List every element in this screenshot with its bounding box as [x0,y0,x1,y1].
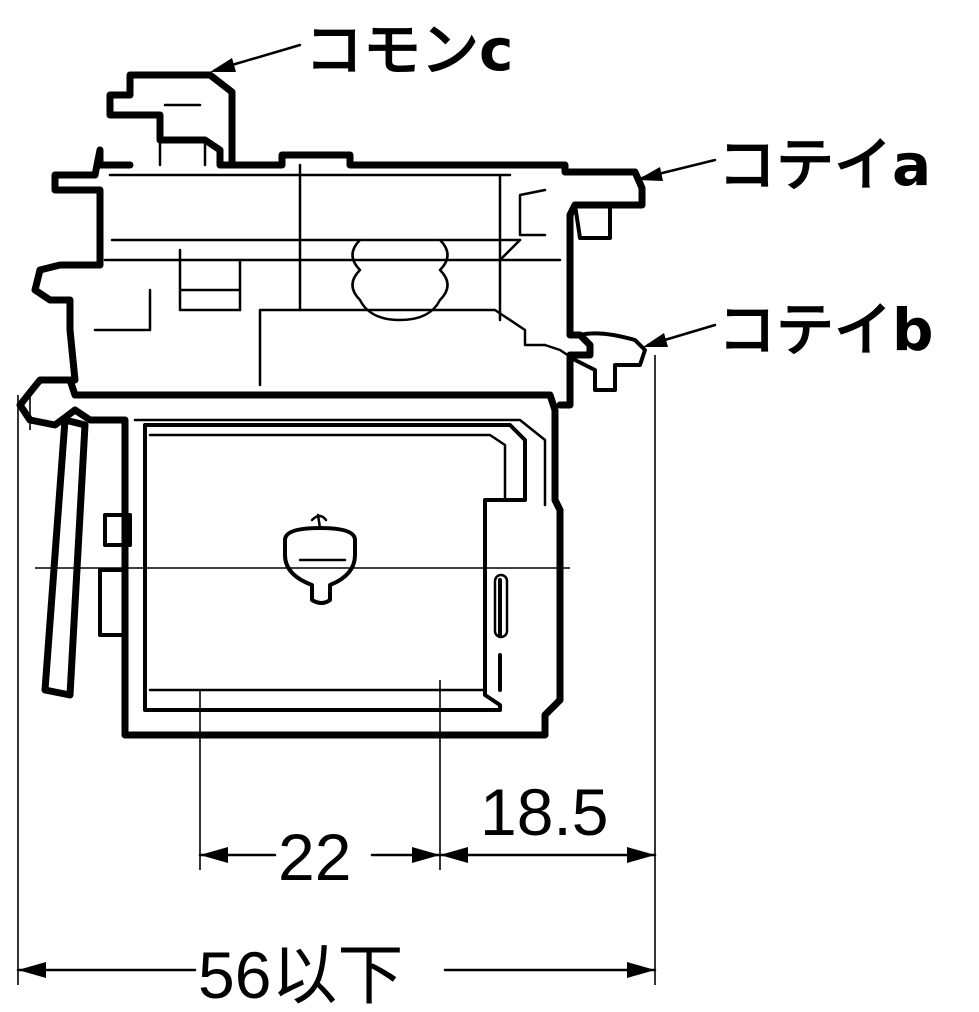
fixed-b-terminal-label: コテイb [718,296,934,364]
coil-housing [16,376,564,739]
center-lines [29,395,570,569]
dimension-overall: 56以下 [198,938,403,1012]
common-terminal-label: コモンc [305,16,513,84]
dimension-22: 22 [278,820,351,894]
relay-body [31,71,647,409]
dimension-lines [16,355,657,985]
dimension-18-5: 18.5 [480,775,608,849]
leader-lines [210,43,717,347]
fixed-a-terminal-label: コテイa [718,131,931,199]
